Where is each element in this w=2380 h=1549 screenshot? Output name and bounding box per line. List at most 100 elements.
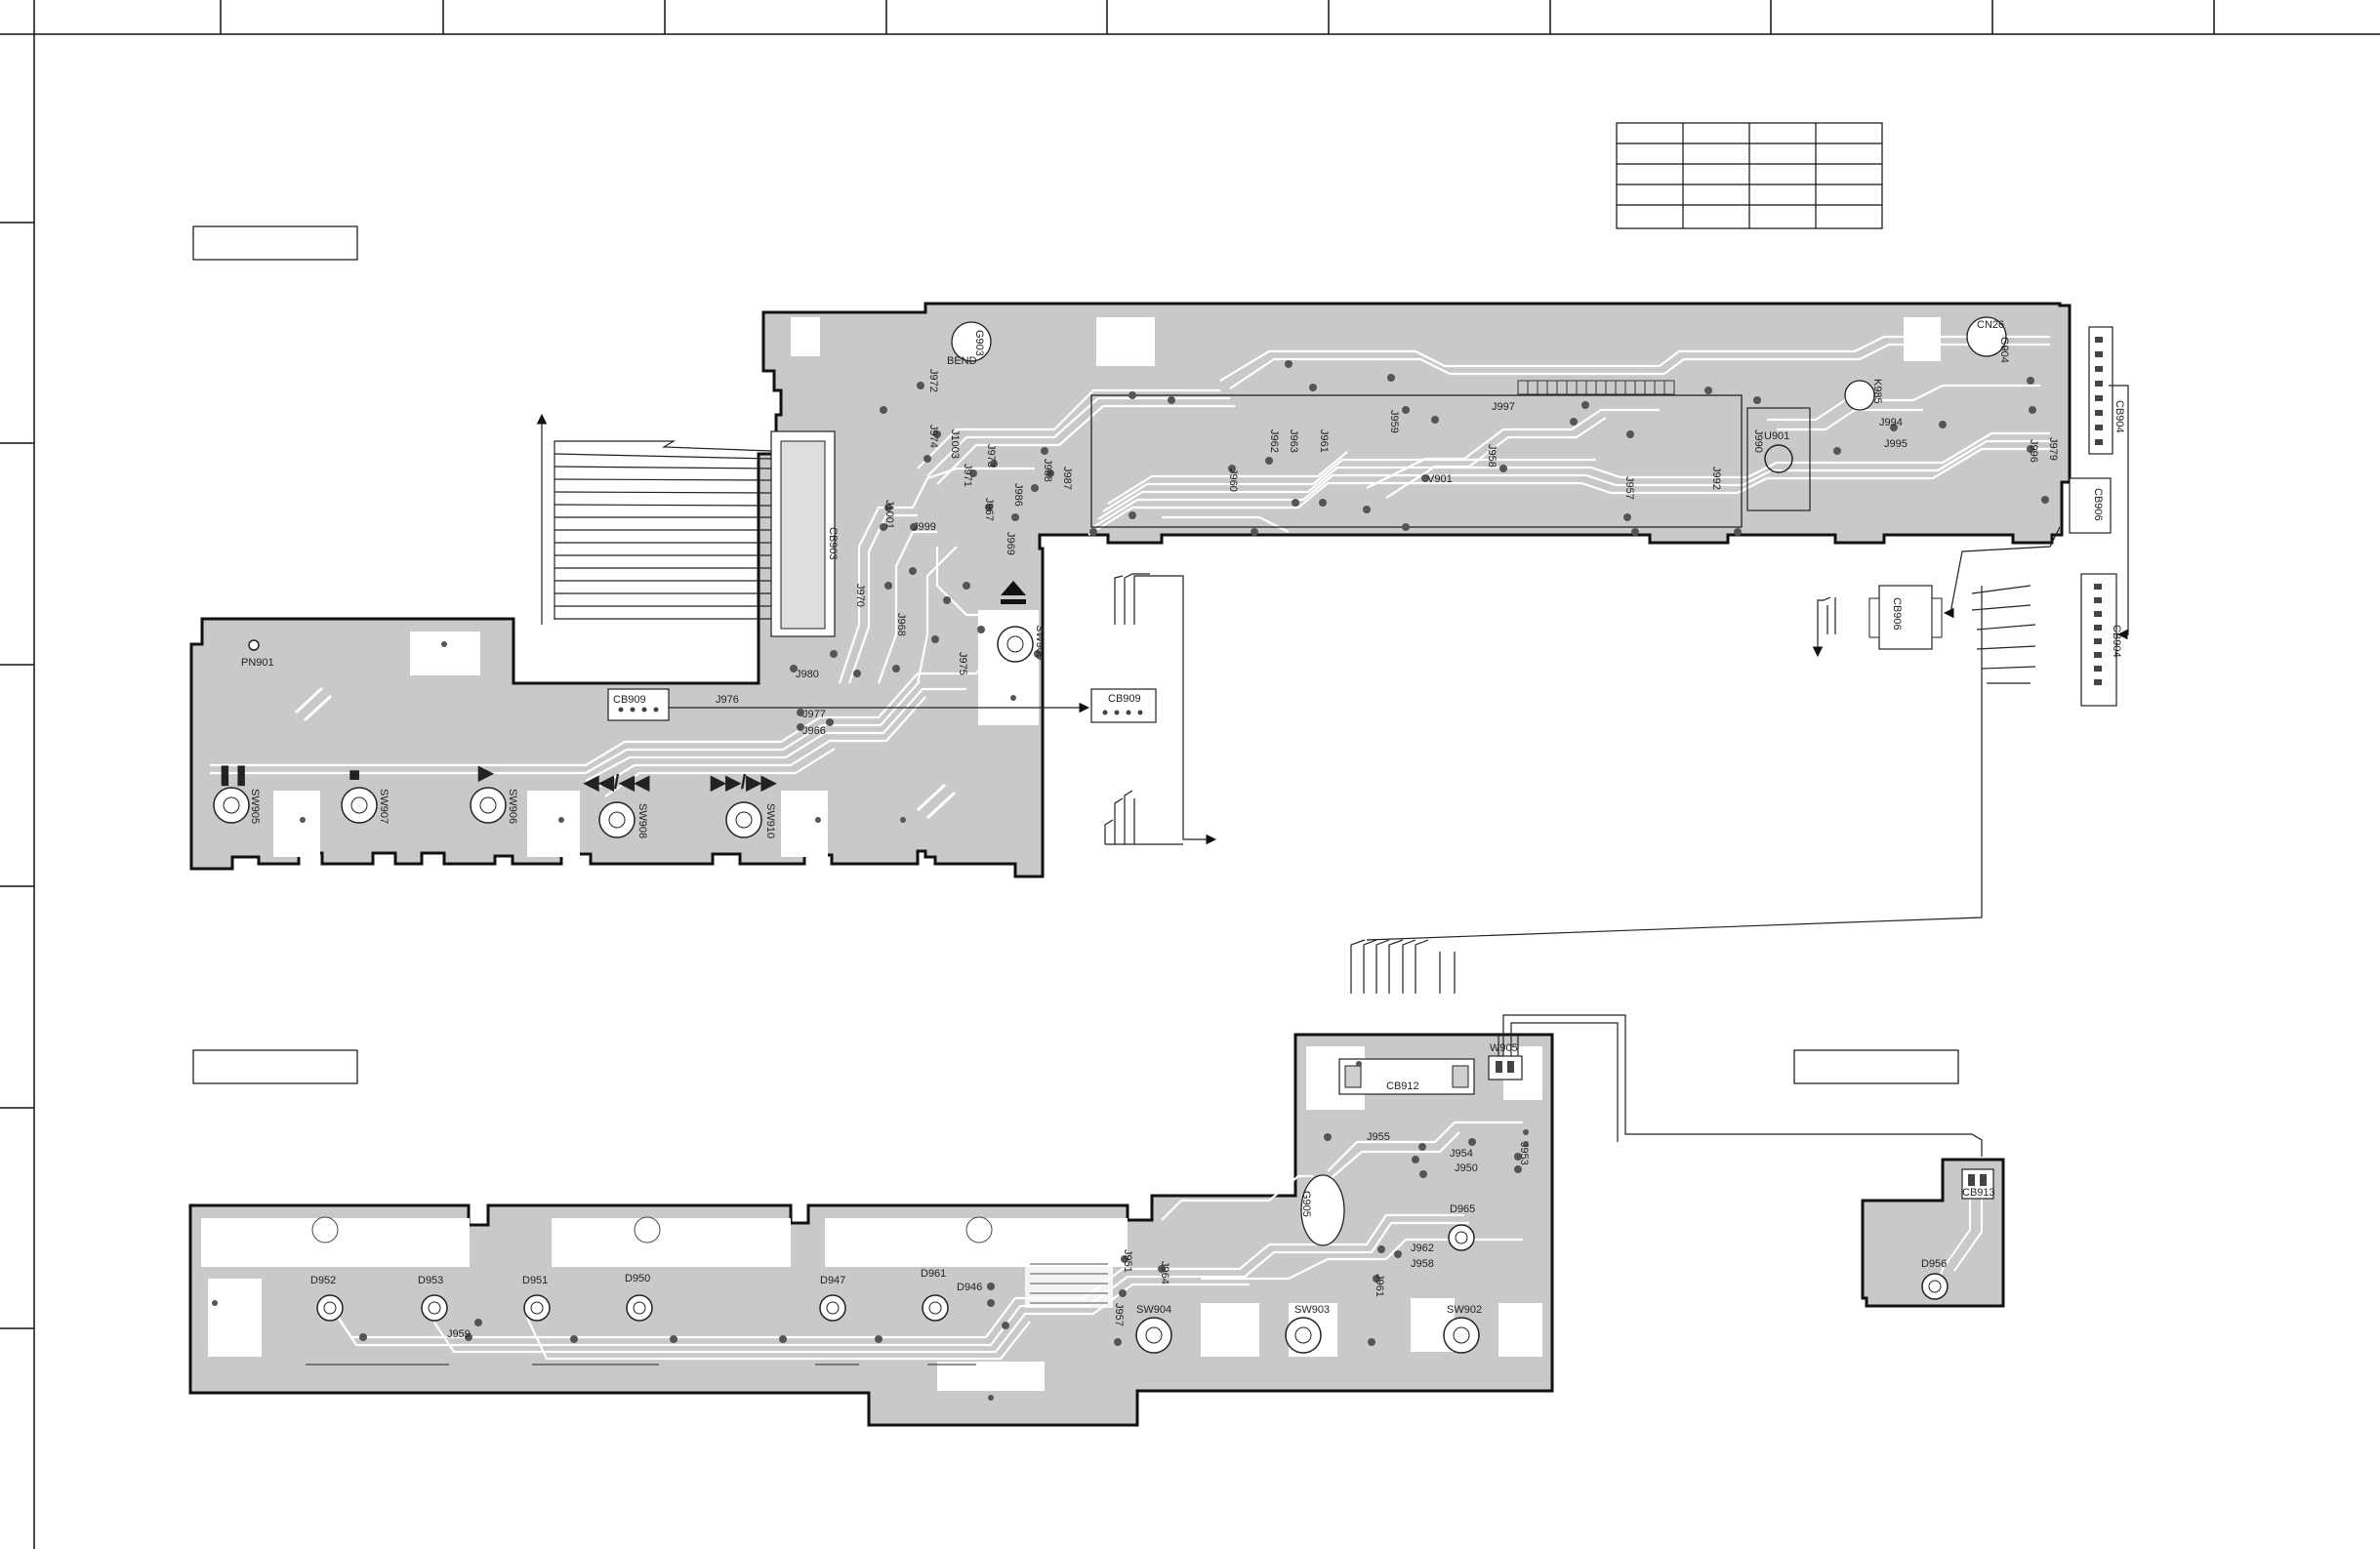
v901-label: V901	[1427, 473, 1453, 485]
j974-label: J974	[927, 425, 939, 448]
j971-label: J971	[962, 464, 973, 487]
d965-label: D965	[1450, 1203, 1475, 1215]
revision-table	[1616, 122, 1883, 229]
j997-label: J997	[1492, 401, 1515, 413]
cb913-connector	[1961, 1168, 1994, 1200]
j964-label: J964	[1159, 1261, 1170, 1284]
sw903-label: SW903	[1294, 1304, 1330, 1316]
v901-display-outline	[1090, 394, 1743, 528]
play-symbol: ▶	[477, 762, 495, 784]
pcb-board-bottom: CB912 W905 J955 J954 J950 J953 G905 D965…	[188, 1033, 1554, 1427]
cb903-label: CB903	[827, 527, 839, 560]
d952-label: D952	[310, 1275, 336, 1286]
cb912-label: CB912	[1386, 1080, 1419, 1092]
j969-label: J969	[1005, 532, 1016, 555]
w905-wires	[1498, 1014, 1983, 1157]
sw906-label: SW906	[507, 789, 518, 824]
cb904-connector	[2088, 326, 2113, 455]
display-pin-row	[1517, 380, 1675, 395]
sw907-label: SW907	[378, 789, 390, 824]
ribbon-cable	[536, 413, 772, 625]
j973-label: J973	[985, 444, 997, 468]
leds-bottom	[316, 1224, 1475, 1322]
title-box-small	[1793, 1049, 1959, 1084]
d951-label: D951	[522, 1275, 548, 1286]
cb906-external-connector	[1878, 585, 1933, 650]
pn901-label: PN901	[241, 657, 274, 669]
cb904-wires	[1350, 585, 2036, 994]
j1001-label: J1001	[883, 500, 895, 529]
board-outline-top	[189, 302, 2072, 878]
sw904-label: SW904	[1136, 1304, 1171, 1316]
j979-label: J979	[2047, 437, 2059, 461]
j990-label: J990	[1752, 429, 1764, 453]
sw910-label: SW910	[764, 803, 776, 838]
cb903-connector	[770, 430, 836, 637]
j967-label: J967	[983, 498, 995, 521]
j980-label: J980	[796, 669, 819, 680]
j959-label: J959	[447, 1328, 471, 1340]
cb909-external-connector	[1090, 688, 1157, 723]
j996-label: J996	[2028, 439, 2039, 463]
sw902-label: SW902	[1447, 1304, 1482, 1316]
j970-label: J970	[854, 584, 866, 607]
j960-label: J960	[1227, 469, 1239, 492]
j961-label: J961	[1318, 429, 1330, 453]
j953-label: J953	[1518, 1142, 1530, 1165]
j966-label: J966	[802, 725, 826, 737]
d961-label: D961	[921, 1268, 946, 1280]
eject-icon	[1001, 581, 1026, 604]
j992-label: J992	[1710, 467, 1722, 490]
j977-label: J977	[802, 709, 826, 720]
cb909-label: CB909	[613, 694, 646, 706]
title-box-top	[192, 225, 358, 261]
ff-symbol: ▶▶/▶▶	[710, 772, 778, 794]
j957-label: J957	[1623, 476, 1635, 500]
j975-label: J975	[957, 652, 968, 675]
j958-label: J958	[1411, 1258, 1434, 1270]
u901-outline	[1746, 407, 1811, 511]
j994-label: J994	[1879, 417, 1903, 428]
title-box-bottom	[192, 1049, 358, 1084]
cb909-connector	[607, 688, 670, 721]
stop-symbol: ■	[349, 764, 360, 786]
d946-label: D946	[957, 1282, 982, 1293]
vias-top	[300, 360, 2049, 823]
j955-label: J955	[1367, 1131, 1390, 1143]
u901-label: U901	[1764, 430, 1789, 442]
cb904-external-label: CB904	[2111, 625, 2122, 658]
j961-label: J961	[1374, 1274, 1385, 1297]
g904-label: G904	[1998, 337, 2010, 363]
j958-label: J958	[1486, 444, 1498, 468]
cb904-label: CB904	[2113, 400, 2125, 433]
cb909-wires	[1104, 573, 1217, 845]
d950-label: D950	[625, 1273, 650, 1284]
traces-bottom	[331, 1121, 1523, 1361]
k985-label: K985	[1871, 379, 1883, 404]
sw908-label: SW908	[636, 803, 648, 838]
cb906-external-label: CB906	[1891, 597, 1903, 631]
sw909-label: SW909	[1034, 625, 1046, 660]
cb906-wires	[1812, 596, 1836, 658]
g905-label: G905	[1300, 1191, 1312, 1217]
j988-label: J988	[1042, 459, 1053, 482]
d953-label: D953	[418, 1275, 443, 1286]
pcb-board-top: ❚❚ ■ ▶ ◀◀/◀◀ ▶▶/▶▶ PN901 SW905 SW907 SW9…	[189, 302, 2125, 878]
j954-label: J954	[1450, 1148, 1473, 1160]
j957-label: J957	[1113, 1303, 1125, 1326]
j987-label: J987	[1061, 467, 1073, 490]
pcb-board-small: CB913 D956	[1861, 1158, 2005, 1308]
j999-label: J999	[913, 521, 936, 533]
cb906-label: CB906	[2092, 488, 2104, 521]
d947-label: D947	[820, 1275, 845, 1286]
traces-top	[210, 335, 2050, 797]
cb913-label: CB913	[1962, 1187, 1995, 1199]
j968-label: J968	[895, 613, 907, 636]
j951-label: J951	[1122, 1249, 1133, 1273]
d956-label: D956	[1921, 1258, 1947, 1270]
pause-symbol: ❚❚	[217, 764, 250, 787]
w905-connector	[1488, 1055, 1523, 1080]
sw905-label: SW905	[249, 789, 261, 824]
